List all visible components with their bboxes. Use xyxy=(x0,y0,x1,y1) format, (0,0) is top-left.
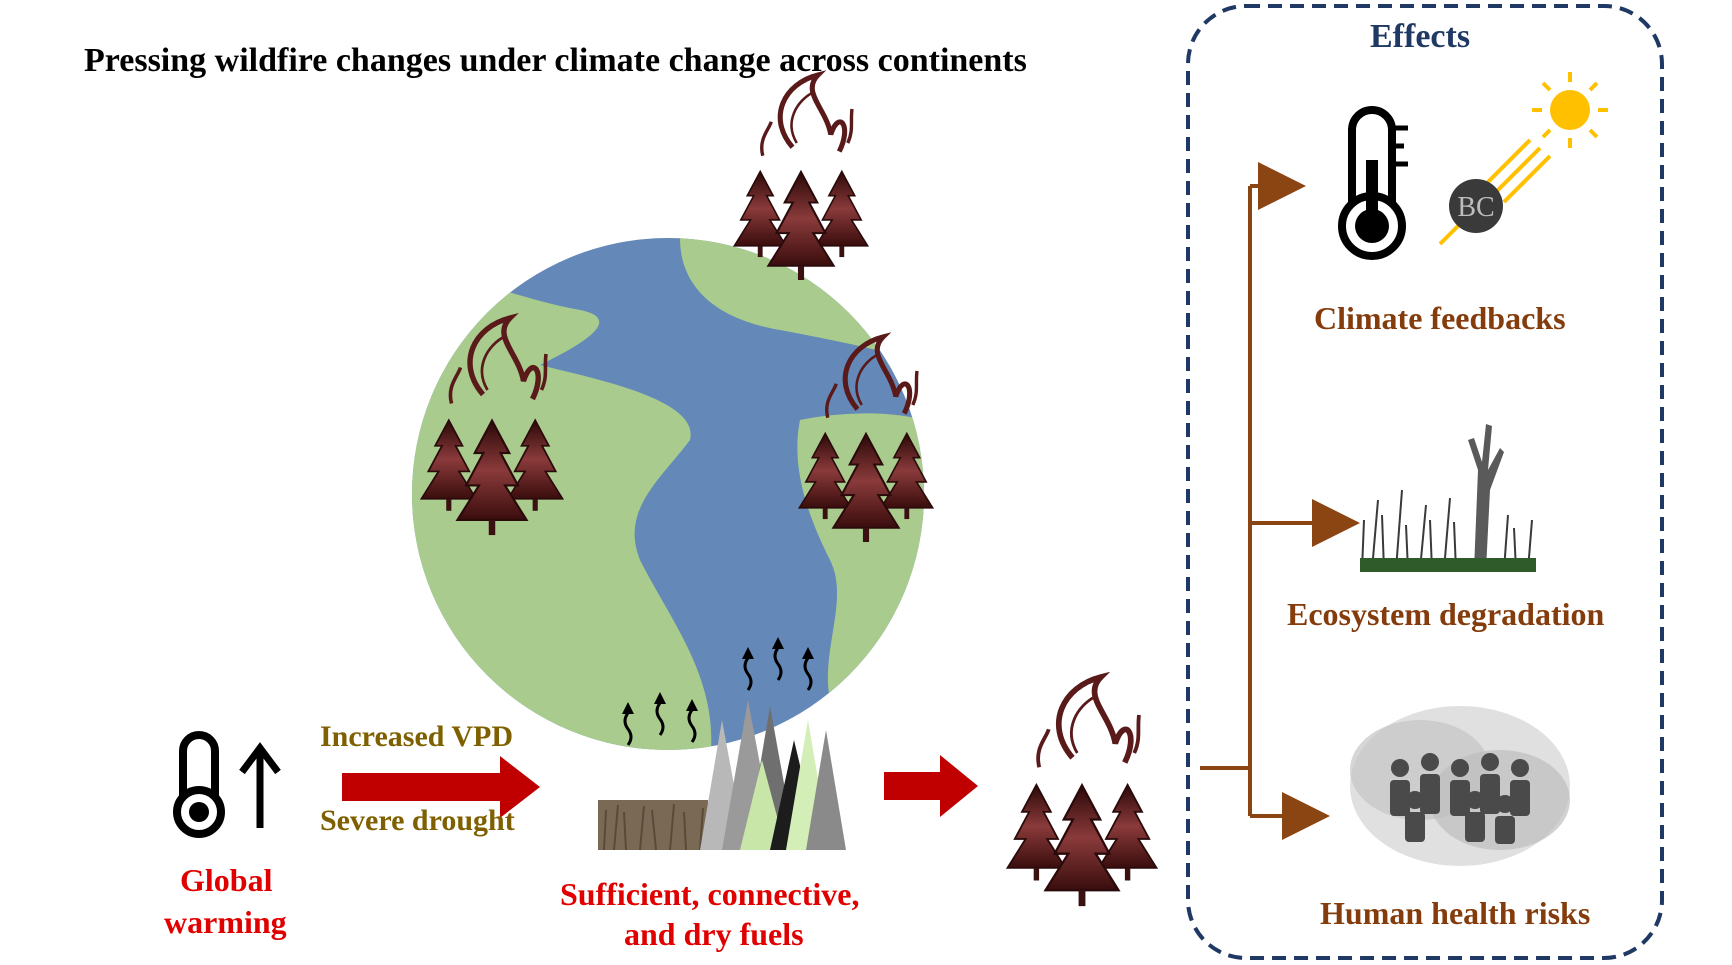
dead-tree-grass-icon xyxy=(1360,424,1536,572)
effects-branch-arrows xyxy=(1200,162,1360,840)
wildfire-icon-north xyxy=(734,75,867,280)
fuels-label-line1: Sufficient, connective, xyxy=(560,876,860,912)
global-warming-label-line2: warming xyxy=(164,904,287,940)
red-arrow-fire xyxy=(884,755,978,817)
effects-box xyxy=(1186,4,1664,960)
vapor-lines-icon xyxy=(623,647,813,746)
black-carbon-particle-icon xyxy=(1449,179,1503,233)
fuels-label-line2: and dry fuels xyxy=(624,916,804,952)
red-arrow-drivers xyxy=(342,756,540,818)
bc-label: BC xyxy=(1457,192,1494,223)
figure-title: Pressing wildfire changes under climate … xyxy=(84,42,1027,79)
arrow-label-severe-drought: Severe drought xyxy=(320,804,515,837)
effect-label-ecosystem-degradation: Ecosystem degradation xyxy=(1287,596,1605,632)
effect-label-human-health-risks: Human health risks xyxy=(1320,895,1591,931)
sun-icon xyxy=(1438,72,1608,246)
wildfire-icon-central xyxy=(1008,677,1157,906)
effects-heading: Effects xyxy=(1370,18,1471,55)
arrow-label-increased-vpd: Increased VPD xyxy=(320,720,514,753)
land-west xyxy=(412,274,712,750)
thermometer-icon xyxy=(1338,106,1408,260)
dry-fuels-forest-icon xyxy=(598,700,846,851)
global-warming-label-line1: Global xyxy=(180,862,273,898)
people-in-smoke-icon xyxy=(1350,706,1570,866)
effect-label-climate-feedbacks: Climate feedbacks xyxy=(1314,300,1566,336)
thermometer-up-icon xyxy=(173,731,281,838)
